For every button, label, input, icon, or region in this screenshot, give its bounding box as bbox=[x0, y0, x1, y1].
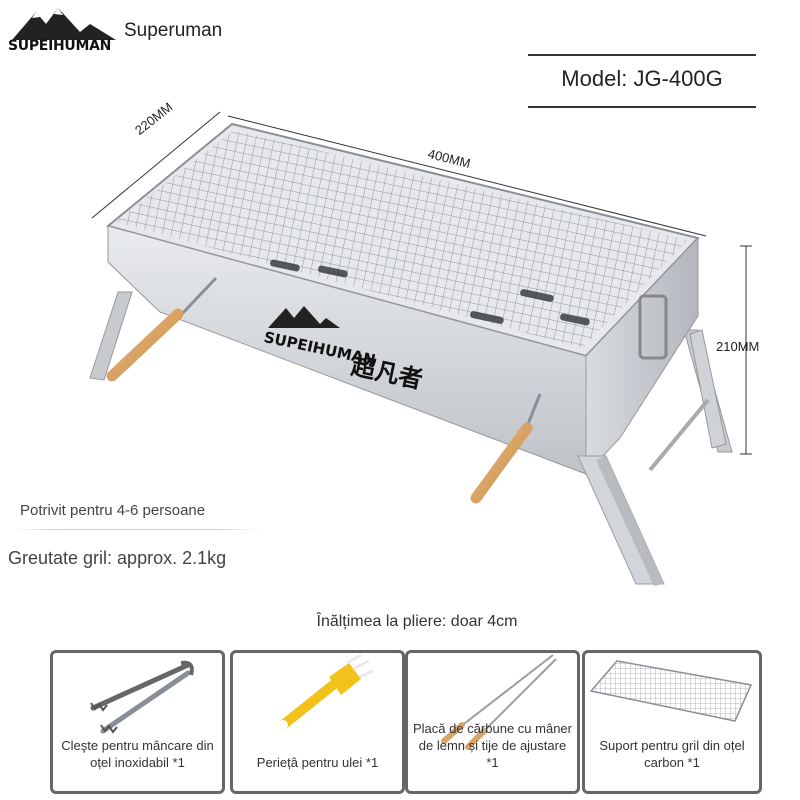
brush-icon bbox=[278, 653, 374, 730]
dimension-lines bbox=[91, 111, 752, 455]
accessory-label: Cleşte pentru mâncare din oțel inoxidabi… bbox=[61, 738, 214, 770]
accessory-brush: Periețâ pentru ulei *1 bbox=[230, 650, 405, 794]
brand-logo bbox=[12, 8, 116, 40]
accessory-skewer-plate: Placă de cărbune cu mâner de lemn și tij… bbox=[405, 650, 580, 794]
wooden-handle-right bbox=[470, 393, 542, 504]
model-divider-top bbox=[528, 54, 756, 56]
mountain-logo-icon bbox=[12, 8, 116, 40]
grill-leg-right bbox=[689, 329, 727, 449]
accessory-grill-grate: Suport pentru gril din oțel carbon *1 bbox=[582, 650, 762, 794]
accessory-label: Placă de cărbune cu mâner de lemn și tij… bbox=[413, 721, 572, 770]
capacity-text: Potrivit pentru 4-6 persoane bbox=[20, 502, 206, 519]
accessory-tongs: Cleşte pentru mâncare din oțel inoxidabi… bbox=[50, 650, 225, 794]
wooden-handle-left bbox=[106, 276, 218, 382]
accessory-label: Suport pentru gril din oțel carbon *1 bbox=[599, 738, 745, 770]
height-label: 210MM bbox=[716, 339, 760, 354]
tongs-icon bbox=[90, 660, 194, 734]
fold-height-text: Înălțimea la pliere: doar 4cm bbox=[316, 613, 518, 630]
model-divider-bottom bbox=[528, 106, 756, 108]
grill-illustration bbox=[89, 111, 752, 586]
accessory-label: Periețâ pentru ulei *1 bbox=[256, 755, 379, 770]
grill-grate-icon bbox=[589, 660, 753, 722]
body-mountain-logo-icon bbox=[268, 306, 340, 328]
brand-logo-text: SUPEIHUMAN bbox=[8, 38, 112, 54]
skewer-icon bbox=[441, 654, 557, 750]
weight-text: Greutate gril: approx. 2.1kg bbox=[8, 548, 227, 568]
brand-name: Superuman bbox=[124, 20, 223, 41]
capacity-divider bbox=[12, 529, 262, 530]
grill-body-front bbox=[107, 225, 587, 475]
model-label: Model: JG-400G bbox=[561, 66, 723, 91]
